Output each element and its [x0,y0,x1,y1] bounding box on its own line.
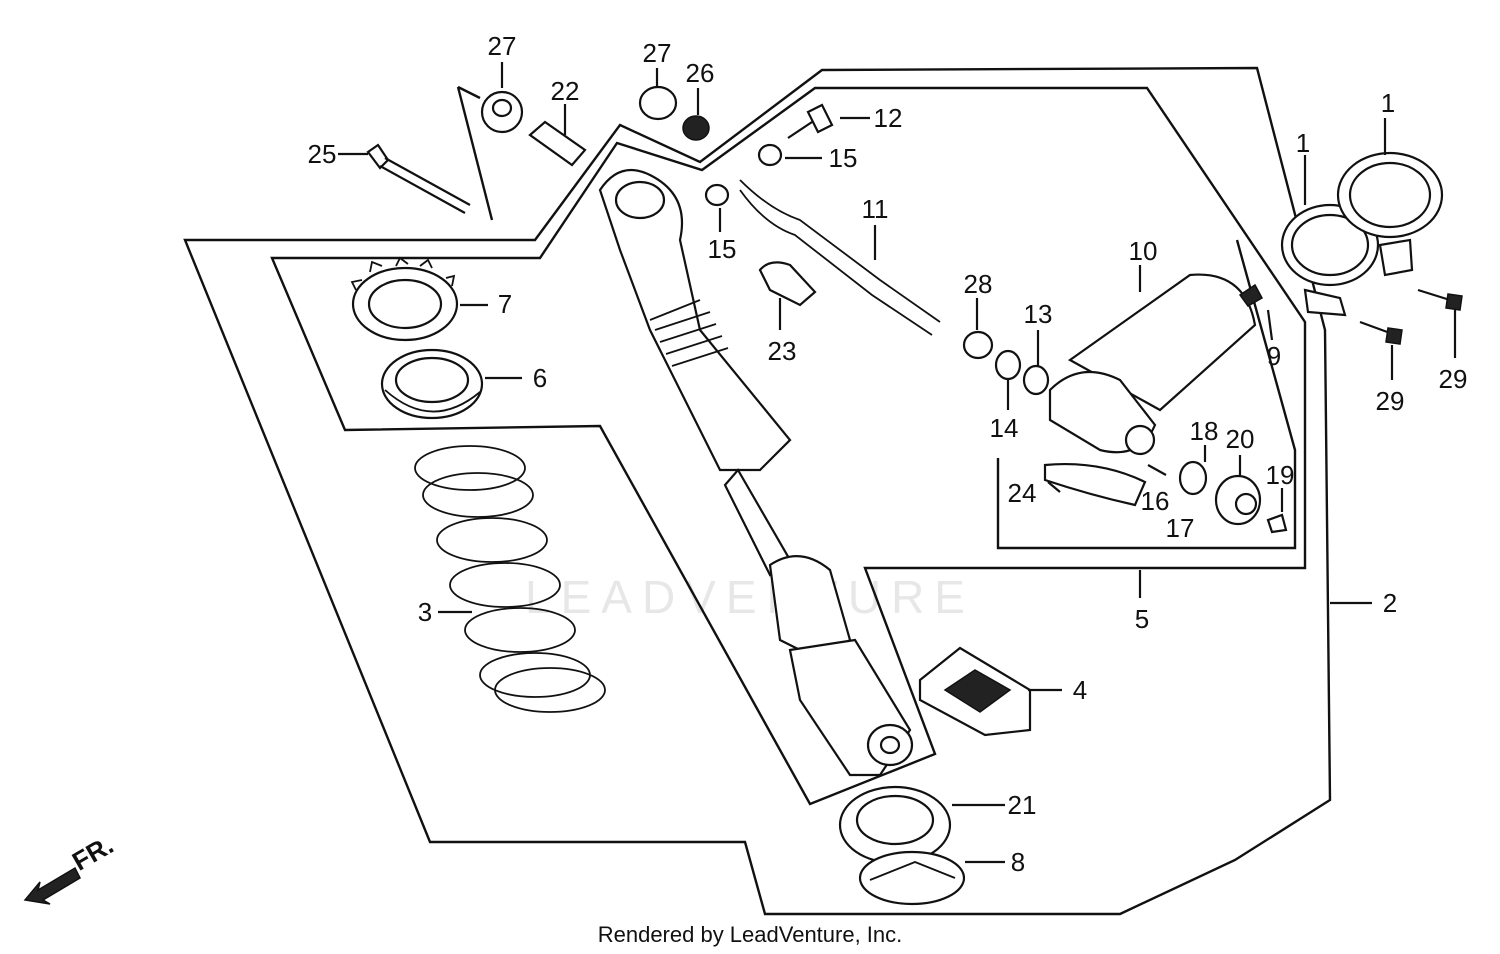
stopper-part [858,850,966,906]
callout-8[interactable]: 8 [1011,847,1025,877]
oring-18 [1178,460,1208,496]
screw-19 [1266,513,1288,534]
rendered-by-footer: Rendered by LeadVenture, Inc. [597,922,903,947]
assembly-5-outline [270,86,1307,806]
lock-nut-part [350,256,459,342]
callout-25[interactable]: 25 [308,139,337,169]
callout-24[interactable]: 24 [1008,478,1037,508]
callout-29-left[interactable]: 29 [1376,386,1405,416]
callout-15-top[interactable]: 15 [829,143,858,173]
callout-18[interactable]: 18 [1190,416,1219,446]
screw-16 [1147,464,1167,476]
bolt-25-bracket [456,86,494,221]
callout-21[interactable]: 21 [1008,790,1037,820]
bushing-27-left [480,90,524,134]
shock-absorber-body [598,168,914,777]
callout-28[interactable]: 28 [964,269,993,299]
leader-lines [338,62,1457,864]
collar-22 [528,120,587,167]
callout-17[interactable]: 17 [1166,513,1195,543]
oring-13 [1022,364,1050,396]
callout-16[interactable]: 16 [1141,486,1170,516]
callout-20[interactable]: 20 [1226,424,1255,454]
callout-15-left[interactable]: 15 [708,234,737,264]
clamp-1-rear [1336,151,1444,277]
bushing-27-right [638,85,678,121]
bolt-25-bracket-2 [457,85,481,100]
callout-29-right[interactable]: 29 [1439,364,1468,394]
callout-9[interactable]: 9 [1267,341,1281,371]
reservoir-part [1048,273,1264,456]
collar-23 [758,261,817,307]
adjuster-nut-part [380,348,484,420]
bolt-25 [366,143,471,214]
spring-seat-part [838,785,952,865]
cap-20 [1214,474,1262,526]
callout-22[interactable]: 22 [551,76,580,106]
callout-10[interactable]: 10 [1129,236,1158,266]
reservoir-subgroup-outline [996,239,1297,550]
callout-1-rear[interactable]: 1 [1381,88,1395,118]
callout-26[interactable]: 26 [686,58,715,88]
band-24 [1043,462,1147,507]
washer-15-left [704,183,730,207]
bolt-29-right [1417,288,1463,311]
callout-12[interactable]: 12 [874,103,903,133]
bolt-29-left [1359,320,1403,345]
callout-2[interactable]: 2 [1383,588,1397,618]
callout-7[interactable]: 7 [498,289,512,319]
bolt-12 [787,103,834,139]
callout-4[interactable]: 4 [1073,675,1087,705]
callout-23[interactable]: 23 [768,336,797,366]
callout-6[interactable]: 6 [533,363,547,393]
washer-15-top [757,143,783,167]
callout-3[interactable]: 3 [418,597,432,627]
callout-19[interactable]: 19 [1266,460,1295,490]
callout-5[interactable]: 5 [1135,604,1149,634]
callout-27-right[interactable]: 27 [643,38,672,68]
callout-11[interactable]: 11 [862,194,889,224]
washer-14 [994,349,1022,381]
nut-28 [962,330,994,360]
callout-1-front[interactable]: 1 [1296,128,1310,158]
front-direction-arrow-icon [23,866,81,905]
hose-11 [739,179,941,336]
callout-14[interactable]: 14 [990,413,1019,443]
callout-13[interactable]: 13 [1024,299,1053,329]
nut-26 [682,115,710,141]
watermark-text: LEADVENTURE [525,571,975,623]
mount-rubber-part [918,646,1032,737]
callout-27-left[interactable]: 27 [488,31,517,61]
assembly-2-outline [183,66,1332,916]
coil-spring-part [414,445,606,713]
